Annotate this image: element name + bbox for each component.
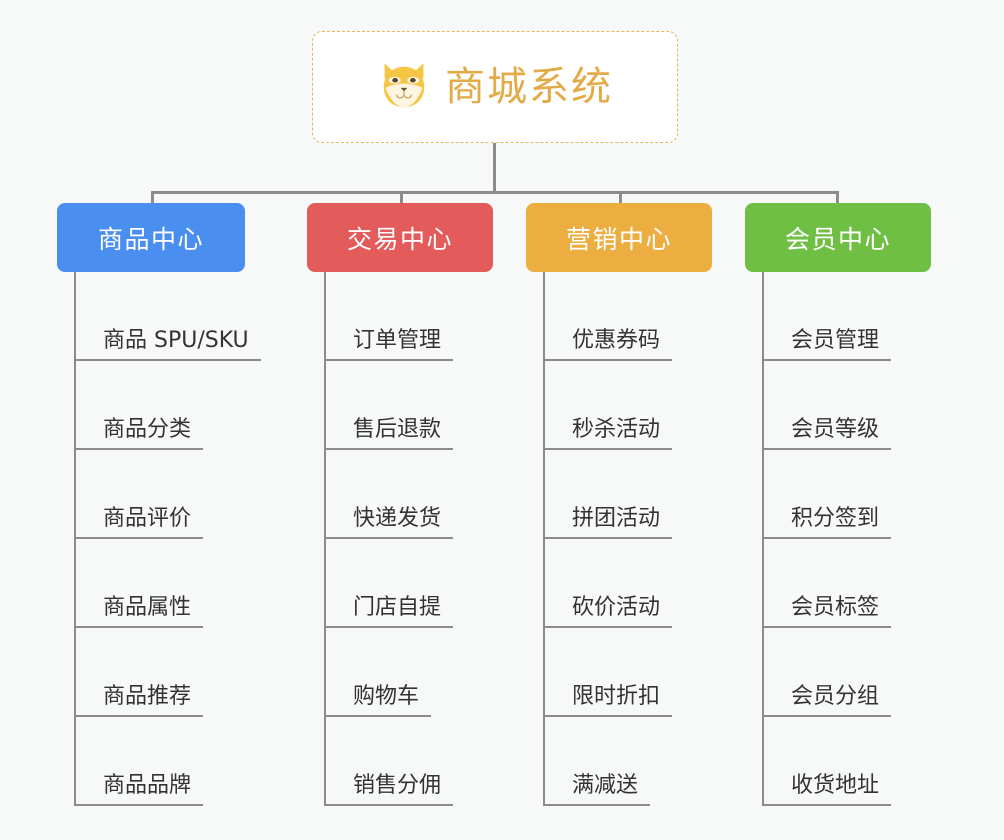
branch-header-1[interactable]: 商品中心 xyxy=(57,203,245,272)
branch-column-4: 会员中心 会员管理 会员等级 积分签到 会员标签 会员分组 收货地址 xyxy=(745,203,981,806)
leaf-label: 满减送 xyxy=(544,772,651,806)
branch-column-3: 营销中心 优惠券码 秒杀活动 拼团活动 砍价活动 限时折扣 满减送 xyxy=(526,203,762,806)
leaf-label: 会员管理 xyxy=(763,327,892,361)
list-item[interactable]: 商品推荐 xyxy=(75,628,293,717)
list-item[interactable]: 商品属性 xyxy=(75,539,293,628)
leaf-label: 门店自提 xyxy=(325,594,454,628)
leaf-list-4: 会员管理 会员等级 积分签到 会员标签 会员分组 收货地址 xyxy=(745,272,981,806)
list-item[interactable]: 订单管理 xyxy=(325,272,543,361)
shiba-dog-face-icon xyxy=(383,63,425,108)
list-item[interactable]: 拼团活动 xyxy=(544,450,762,539)
leaf-label: 秒杀活动 xyxy=(544,416,673,450)
leaf-label: 售后退款 xyxy=(325,416,454,450)
list-item[interactable]: 商品评价 xyxy=(75,450,293,539)
leaf-stem-3 xyxy=(543,272,545,806)
leaf-label: 砍价活动 xyxy=(544,594,673,628)
list-item[interactable]: 会员分组 xyxy=(763,628,981,717)
leaf-label: 积分签到 xyxy=(763,505,892,539)
list-item[interactable]: 销售分佣 xyxy=(325,717,543,806)
leaf-list-3: 优惠券码 秒杀活动 拼团活动 砍价活动 限时折扣 满减送 xyxy=(526,272,762,806)
leaf-label: 商品推荐 xyxy=(75,683,204,717)
list-item[interactable]: 购物车 xyxy=(325,628,543,717)
list-item[interactable]: 商品品牌 xyxy=(75,717,293,806)
list-item[interactable]: 售后退款 xyxy=(325,361,543,450)
list-item[interactable]: 门店自提 xyxy=(325,539,543,628)
leaf-label: 快递发货 xyxy=(325,505,454,539)
branch-header-3[interactable]: 营销中心 xyxy=(526,203,712,272)
list-item[interactable]: 会员标签 xyxy=(763,539,981,628)
leaf-stem-2 xyxy=(324,272,326,806)
list-item[interactable]: 砍价活动 xyxy=(544,539,762,628)
leaf-label: 订单管理 xyxy=(325,327,454,361)
list-item[interactable]: 限时折扣 xyxy=(544,628,762,717)
leaf-label: 商品属性 xyxy=(75,594,204,628)
branch-header-label-2: 交易中心 xyxy=(346,224,453,254)
list-item[interactable]: 快递发货 xyxy=(325,450,543,539)
root-node[interactable]: 商城系统 xyxy=(312,31,678,143)
branch-bus-line xyxy=(151,191,839,194)
branch-column-1: 商品中心 商品 SPU/SKU 商品分类 商品评价 商品属性 商品推荐 商品品牌 xyxy=(57,203,293,806)
leaf-label: 购物车 xyxy=(325,683,432,717)
leaf-list-2: 订单管理 售后退款 快递发货 门店自提 购物车 销售分佣 xyxy=(307,272,543,806)
root-trunk-line xyxy=(493,143,496,193)
leaf-stem-1 xyxy=(74,272,76,806)
list-item[interactable]: 会员管理 xyxy=(763,272,981,361)
branch-header-2[interactable]: 交易中心 xyxy=(307,203,493,272)
list-item[interactable]: 秒杀活动 xyxy=(544,361,762,450)
branch-header-4[interactable]: 会员中心 xyxy=(745,203,931,272)
leaf-label: 收货地址 xyxy=(763,772,892,806)
leaf-stem-4 xyxy=(762,272,764,806)
branch-header-label-3: 营销中心 xyxy=(565,224,672,254)
leaf-label: 商品分类 xyxy=(75,416,204,450)
leaf-label: 限时折扣 xyxy=(544,683,673,717)
leaf-label: 商品评价 xyxy=(75,505,204,539)
leaf-label: 商品品牌 xyxy=(75,772,204,806)
branch-header-label-1: 商品中心 xyxy=(97,224,204,254)
branch-header-label-4: 会员中心 xyxy=(784,224,891,254)
leaf-label: 会员等级 xyxy=(763,416,892,450)
list-item[interactable]: 会员等级 xyxy=(763,361,981,450)
leaf-label: 会员分组 xyxy=(763,683,892,717)
root-title: 商城系统 xyxy=(445,64,613,110)
list-item[interactable]: 积分签到 xyxy=(763,450,981,539)
branch-column-2: 交易中心 订单管理 售后退款 快递发货 门店自提 购物车 销售分佣 xyxy=(307,203,543,806)
leaf-label: 拼团活动 xyxy=(544,505,673,539)
list-item[interactable]: 满减送 xyxy=(544,717,762,806)
leaf-label: 销售分佣 xyxy=(325,772,454,806)
leaf-label: 优惠券码 xyxy=(544,327,673,361)
list-item[interactable]: 优惠券码 xyxy=(544,272,762,361)
list-item[interactable]: 商品 SPU/SKU xyxy=(75,272,293,361)
list-item[interactable]: 收货地址 xyxy=(763,717,981,806)
leaf-label: 会员标签 xyxy=(763,594,892,628)
leaf-list-1: 商品 SPU/SKU 商品分类 商品评价 商品属性 商品推荐 商品品牌 xyxy=(57,272,293,806)
leaf-label: 商品 SPU/SKU xyxy=(75,327,261,361)
list-item[interactable]: 商品分类 xyxy=(75,361,293,450)
